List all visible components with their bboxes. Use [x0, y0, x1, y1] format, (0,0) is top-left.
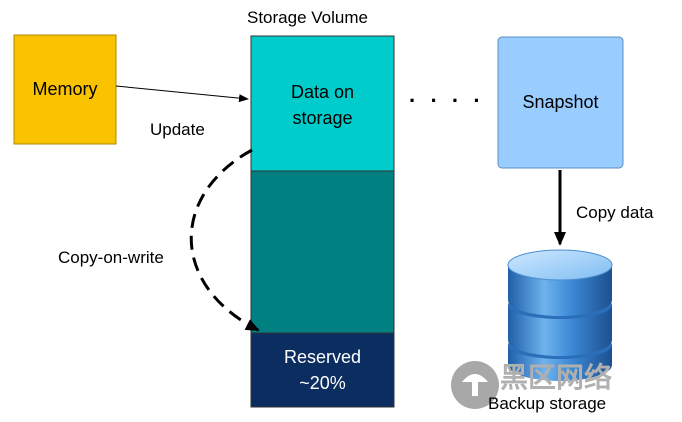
copy-data-label: Copy data [576, 203, 654, 222]
snapshot-label: Snapshot [522, 92, 599, 112]
reserved-box [250, 332, 395, 408]
data-on-storage-label: Data on storage [290, 82, 355, 128]
backup-storage-label: Backup storage [488, 394, 607, 413]
snapshot-box [497, 36, 624, 169]
ellipsis-dots: · · · · [409, 88, 485, 113]
copy-on-write-arrow [189, 148, 260, 332]
data-on-storage-box [250, 35, 395, 172]
update-arrow [115, 85, 249, 103]
watermark-logo-icon [451, 361, 499, 409]
watermark-text: 黑区网络 [500, 361, 613, 394]
update-label: Update [150, 120, 205, 139]
storage-middle-block [250, 170, 395, 334]
storage-volume-title: Storage Volume [247, 8, 368, 27]
database-icon [507, 249, 613, 381]
memory-box [13, 34, 117, 145]
memory-label: Memory [32, 79, 98, 99]
copy-on-write-label: Copy-on-write [58, 248, 164, 267]
reserved-label: Reserved ~20% [283, 347, 362, 393]
